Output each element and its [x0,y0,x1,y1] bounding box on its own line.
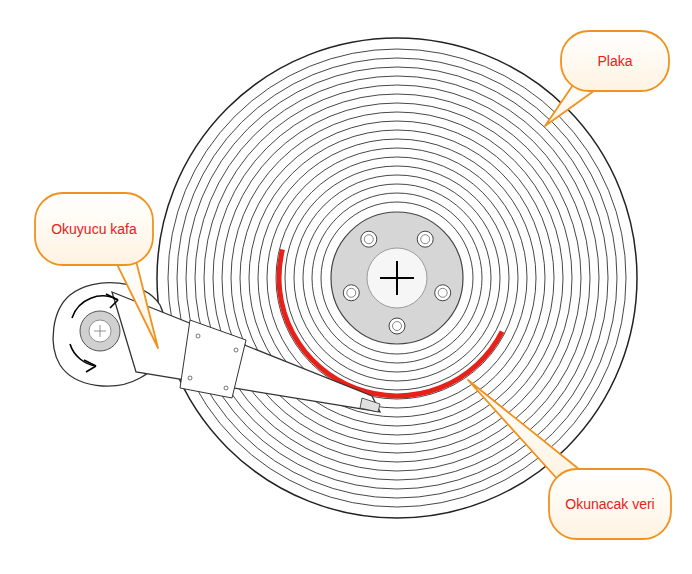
screw [343,285,359,301]
track [321,202,473,354]
screw [389,318,405,334]
track [177,58,617,498]
track [213,94,581,462]
screw [361,231,377,247]
track [195,76,599,480]
track [294,175,500,381]
screw [417,231,433,247]
spindle [367,248,427,308]
track [285,166,509,390]
track [168,49,626,507]
callout-bubble: Plaka [560,30,670,92]
pivot [80,311,120,351]
screw [435,285,451,301]
platter-tracks [168,49,626,507]
track [186,67,608,489]
track [303,184,491,372]
read-head [360,398,380,412]
hub-screws [343,231,450,334]
callout-text: Okuyucu kafa [39,215,149,244]
platter [157,38,637,518]
hub [331,212,463,344]
callout-text: Plaka [585,47,644,76]
arm-plate [180,320,246,398]
track [204,85,590,471]
callout-bubble: Okunacak veri [548,468,672,540]
track [222,103,572,453]
callout-tail [468,380,585,482]
callout-bubble: Okuyucu kafa [34,192,154,266]
track [276,157,518,399]
track [312,193,482,363]
callout-text: Okunacak veri [553,490,666,519]
center-mark [396,261,398,295]
rotation-arrow [70,344,96,366]
head-arm [112,292,380,412]
